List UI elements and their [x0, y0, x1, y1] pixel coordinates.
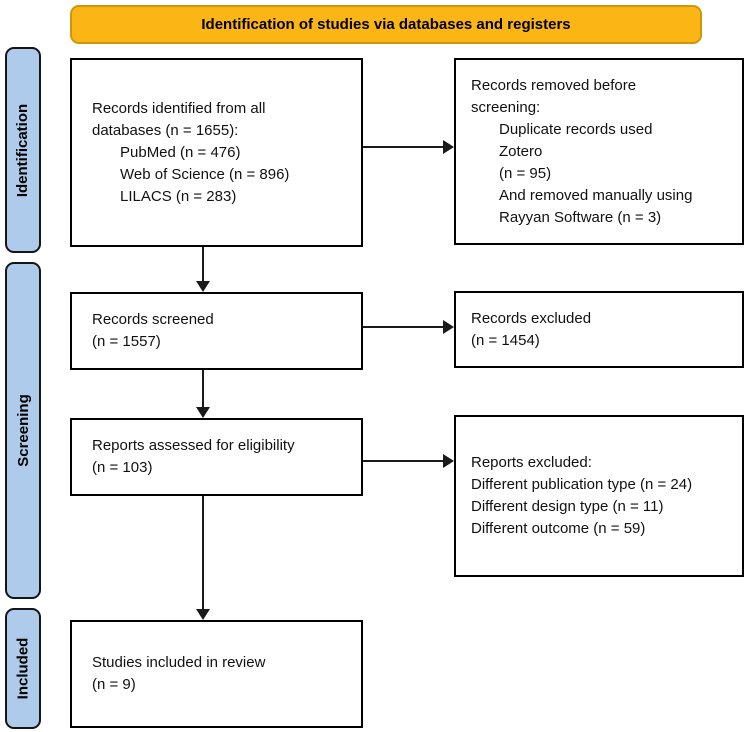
text-line: LILACS (n = 283): [120, 187, 237, 205]
text-line: (n = 95): [499, 164, 552, 182]
box-records-screened: Records screened (n = 1557): [70, 292, 363, 370]
text-line: Reports assessed for eligibility: [92, 437, 295, 454]
text-line: Records identified from all: [92, 99, 266, 117]
arrowhead-down-icon: [196, 609, 210, 620]
text-line: Different design type (n = 11): [471, 498, 664, 515]
text-line: databases (n = 1655):: [92, 121, 239, 139]
arrowhead-down-icon: [196, 281, 210, 292]
stage-label-screening: Screening: [5, 262, 41, 599]
arrow-shaft: [202, 496, 204, 610]
text-line: (n = 1557): [92, 333, 161, 350]
box-records-identified: Records identified from all databases (n…: [70, 58, 363, 247]
stage-label-screening-text: Screening: [14, 394, 32, 467]
text-line: Studies included in review: [92, 654, 266, 671]
arrowhead-right-icon: [443, 454, 454, 468]
stage-label-included: Included: [5, 608, 41, 729]
text-line: Duplicate records used: [499, 120, 653, 138]
text-line: Records excluded: [471, 309, 592, 327]
arrow-shaft: [363, 146, 445, 148]
text-line: (n = 1454): [471, 331, 540, 349]
box-studies-included: Studies included in review (n = 9): [70, 620, 363, 728]
text-line: (n = 103): [92, 459, 153, 476]
arrow-shaft: [202, 370, 204, 408]
text-line: Different publication type (n = 24): [471, 476, 693, 493]
box-reports-assessed: Reports assessed for eligibility (n = 10…: [70, 418, 363, 496]
text-line: Web of Science (n = 896): [120, 165, 290, 183]
stage-label-identification-text: Identification: [14, 103, 32, 197]
stage-label-identification: Identification: [5, 47, 41, 253]
text-line: Records removed before: [471, 76, 637, 94]
stage-label-included-text: Included: [14, 637, 32, 700]
box-records-excluded: Records excluded (n = 1454): [454, 291, 744, 368]
text-line: Zotero: [499, 142, 543, 160]
text-line: And removed manually using: [499, 186, 693, 204]
text-line: Reports excluded:: [471, 454, 592, 471]
arrowhead-right-icon: [443, 140, 454, 154]
box-records-removed: Records removed before screening: Duplic…: [454, 58, 744, 245]
box-reports-excluded: Reports excluded: Different publication …: [454, 415, 744, 577]
text-line: Records screened: [92, 311, 214, 328]
text-line: (n = 9): [92, 676, 136, 693]
diagram-title: Identification of studies via databases …: [201, 16, 571, 33]
text-line: PubMed (n = 476): [120, 143, 241, 161]
text-line: screening:: [471, 98, 541, 116]
arrow-shaft: [363, 326, 445, 328]
diagram-title-banner: Identification of studies via databases …: [70, 5, 702, 44]
text-line: Different outcome (n = 59): [471, 520, 646, 537]
arrowhead-down-icon: [196, 407, 210, 418]
arrow-shaft: [363, 460, 445, 462]
text-line: Rayyan Software (n = 3): [499, 208, 662, 226]
arrow-shaft: [202, 247, 204, 282]
arrowhead-right-icon: [443, 320, 454, 334]
